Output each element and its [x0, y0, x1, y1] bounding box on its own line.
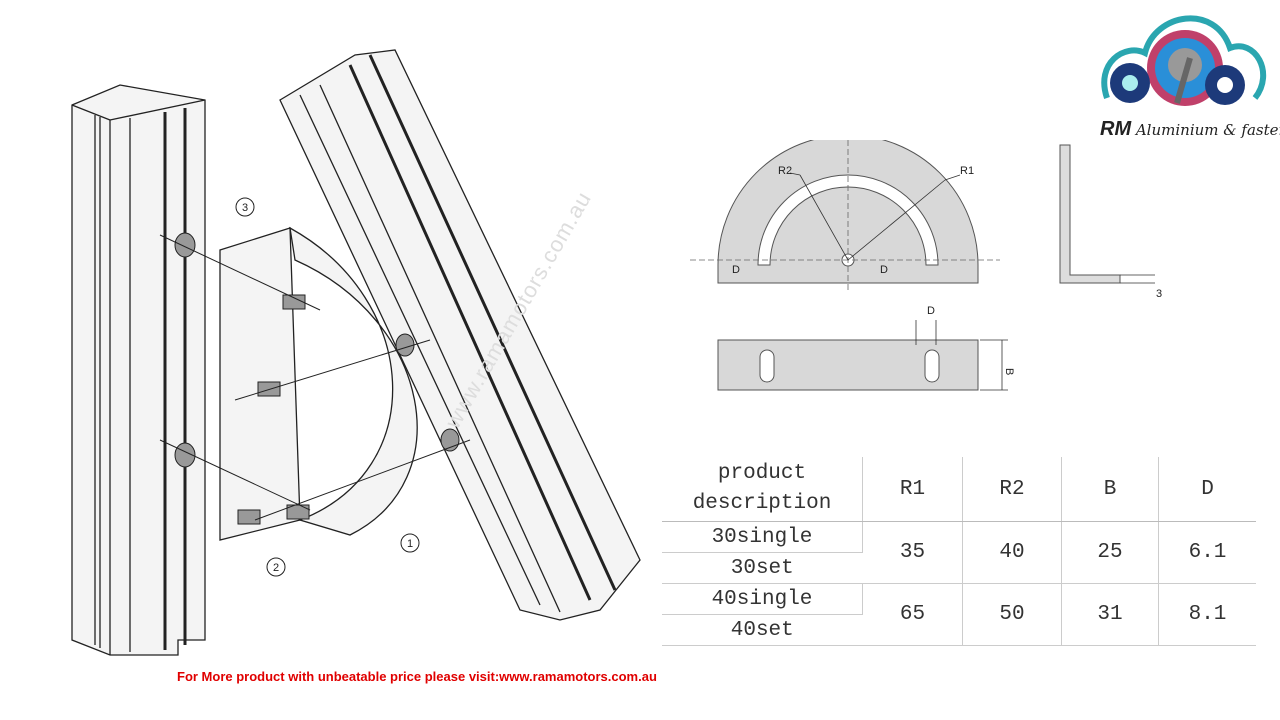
r2-cell: 50 [962, 583, 1062, 646]
callout-1: 1 [407, 538, 413, 550]
d-cell: 6.1 [1158, 521, 1256, 584]
callout-3: 3 [242, 202, 248, 214]
logo-text: RM Aluminium & fasteners [1100, 118, 1280, 141]
label-r2: R2 [778, 165, 792, 177]
d-cell: 8.1 [1158, 583, 1256, 646]
product-cell: 40single [662, 583, 863, 615]
product-cell: 30set [662, 552, 863, 584]
spec-table: product description R1 R2 B D 30single 3… [662, 457, 1256, 646]
logo-name: Aluminium & fasteners [1135, 121, 1280, 139]
b-cell: 31 [1061, 583, 1159, 646]
table-row: 30set [662, 552, 1256, 584]
label-d-center: D [880, 264, 888, 276]
product-cell: 30single [662, 521, 863, 553]
logo [1101, 15, 1267, 106]
dimension-drawing: R2 R1 D D 3 D B [690, 140, 1162, 391]
callout-2: 2 [273, 562, 279, 574]
header-product-description: product description [662, 457, 863, 522]
label-d-top: D [927, 305, 935, 317]
footer-promo-text: For More product with unbeatable price p… [177, 669, 657, 684]
b-cell: 25 [1061, 521, 1159, 584]
header-d: D [1158, 457, 1256, 522]
r1-cell: 35 [862, 521, 963, 584]
header-b: B [1061, 457, 1159, 522]
header-r1: R1 [862, 457, 963, 522]
label-b: B [1003, 368, 1015, 375]
header-desc-line2: description [692, 492, 832, 515]
label-d-left: D [732, 264, 740, 276]
label-r1: R1 [960, 165, 974, 177]
header-desc-line1: product [717, 462, 807, 485]
table-header-row: product description R1 R2 B D [662, 457, 1256, 522]
table-row: 30single 35 40 25 6.1 [662, 521, 1256, 584]
assembly-drawing: 3 2 1 [71, 49, 641, 656]
label-thickness: 3 [1156, 288, 1162, 300]
table-row: 40set [662, 614, 1256, 646]
r2-cell: 40 [962, 521, 1062, 584]
table-row: 40single 65 50 31 8.1 [662, 583, 1256, 646]
logo-brand: RM [1100, 118, 1132, 140]
header-r2: R2 [962, 457, 1062, 522]
product-cell: 40set [662, 614, 863, 646]
r1-cell: 65 [862, 583, 963, 646]
